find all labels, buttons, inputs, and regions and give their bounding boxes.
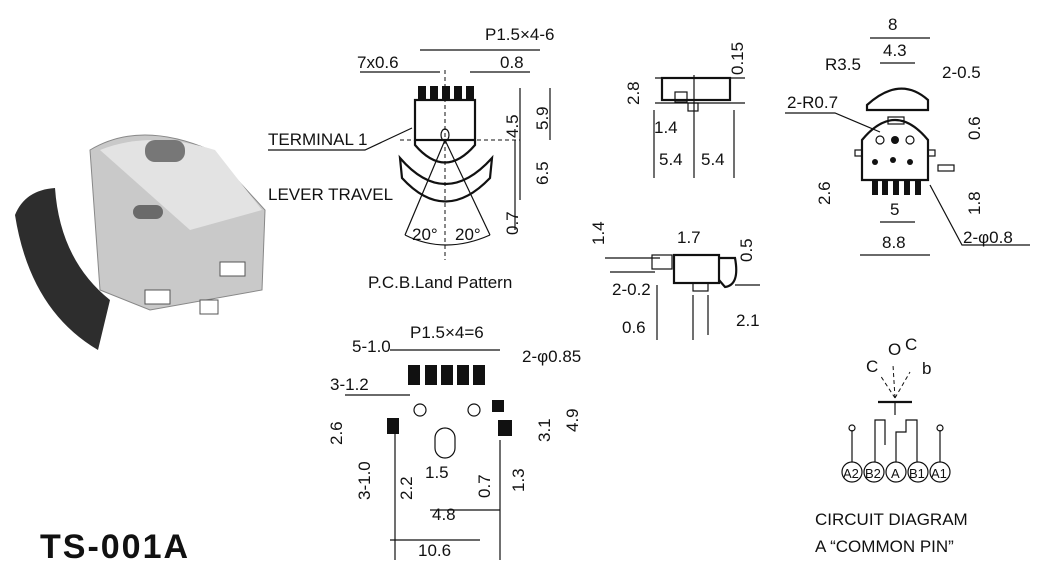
dim-0.7-pcb: 0.7 [475,474,494,498]
dim-2-phi0.8: 2-φ0.8 [963,228,1013,247]
dim-0.15: 0.15 [728,42,747,75]
circuit-subtitle: A “COMMON PIN” [815,537,954,556]
pin-a1: A1 [931,466,947,481]
circuit-c-right: C [905,335,917,354]
dim-6.5: 6.5 [533,161,552,185]
dim-4.9: 4.9 [563,408,582,432]
right-view: 8 4.3 R3.5 2-0.5 2-R0.7 5 8.8 2-φ0.8 0.6… [785,15,1030,256]
circuit-b: b [922,359,931,378]
dim-1.4: 1.4 [654,118,678,137]
pin-b1: B1 [909,466,925,481]
side-view: 1.7 2-0.2 0.6 2.1 1.4 0.5 [589,221,760,340]
dim-5.4-right: 5.4 [701,150,725,169]
dim-1.5: 1.5 [425,463,449,482]
circuit-title: CIRCUIT DIAGRAM [815,510,968,529]
dim-4.3: 4.3 [883,41,907,60]
dim-1.8: 1.8 [965,191,984,215]
dim-3-1.0: 3-1.0 [355,461,374,500]
dim-2-r0.7: 2-R0.7 [787,93,838,112]
model-number: TS-001A [40,528,190,566]
dim-0.5: 0.5 [737,238,756,262]
dim-5-1.0: 5-1.0 [352,337,391,356]
circuit-c-left: C [866,357,878,376]
dim-8: 8 [888,15,897,34]
dim-0.8: 0.8 [500,53,524,72]
pin-a: A [891,466,900,481]
dim-4.8: 4.8 [432,505,456,524]
pin-b2: B2 [865,466,881,481]
pcb-land-pattern-title: P.C.B.Land Pattern [368,273,512,292]
angle-left: 20° [412,225,438,244]
dim-2.2: 2.2 [397,476,416,500]
dim-3.1: 3.1 [535,418,554,442]
dim-hole: 2-φ0.85 [522,347,581,366]
dim-2.6-right: 2.6 [815,181,834,205]
dim-5: 5 [890,200,899,219]
dim-4.5: 4.5 [503,114,522,138]
circuit-o: O [888,340,901,359]
dim-pitch: P1.5×4-6 [485,25,554,44]
dim-5.4-left: 5.4 [659,150,683,169]
dim-2-0.2: 2-0.2 [612,280,651,299]
circuit-diagram: C O C b A2 B2 A B1 A1 CIRCUIT DIAGRAM A … [815,335,968,556]
dim-10.6: 10.6 [418,541,451,560]
dim-1.4-side: 1.4 [589,221,608,245]
top-view: P1.5×4-6 7x0.6 0.8 TERMINAL 1 LEVER TRAV… [268,25,554,292]
product-photo [15,134,266,350]
dim-1.3: 1.3 [509,468,528,492]
pcb-land-pattern: P1.5×4=6 5-1.0 3-1.2 2-φ0.85 1.5 4.8 10.… [327,323,582,560]
dim-2.1: 2.1 [736,311,760,330]
dim-r3.5: R3.5 [825,55,861,74]
pin-a2: A2 [843,466,859,481]
dim-5.9: 5.9 [533,106,552,130]
front-view: 1.4 5.4 5.4 2.8 0.15 [624,42,747,178]
dim-0.7: 0.7 [503,211,522,235]
terminal-1-label: TERMINAL 1 [268,130,368,149]
dim-2.6: 2.6 [327,421,346,445]
dim-2.8: 2.8 [624,81,643,105]
lever-travel-label: LEVER TRAVEL [268,185,393,204]
dim-2-0.5: 2-0.5 [942,63,981,82]
dim-0.6: 0.6 [622,318,646,337]
dim-pcb-pitch: P1.5×4=6 [410,323,484,342]
angle-right: 20° [455,225,481,244]
dim-8.8: 8.8 [882,233,906,252]
dim-3-1.2: 3-1.2 [330,375,369,394]
dim-0.6-right: 0.6 [965,116,984,140]
dim-1.7: 1.7 [677,228,701,247]
dim-pin-width: 7x0.6 [357,53,399,72]
